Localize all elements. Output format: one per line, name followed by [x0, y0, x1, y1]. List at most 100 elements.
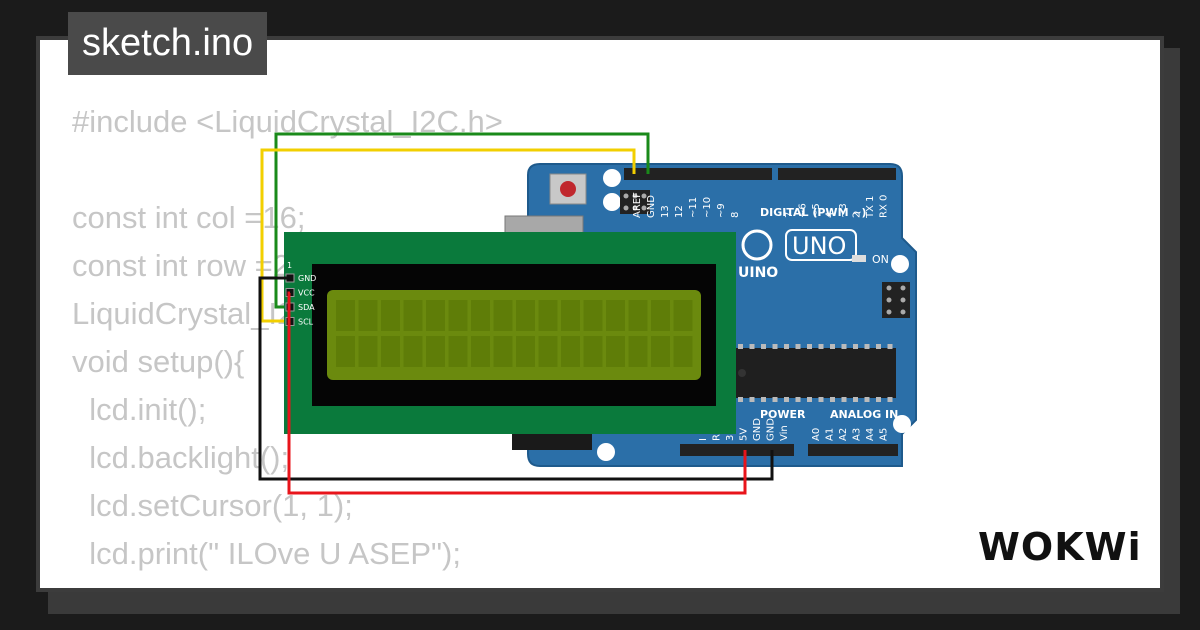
digital-pin-label: 8	[730, 212, 741, 218]
wires	[260, 132, 650, 323]
lcd-cell	[381, 300, 400, 331]
lcd-cell	[561, 336, 580, 367]
reset-button[interactable]	[549, 173, 587, 205]
chip-pin	[864, 397, 870, 402]
wokwi-logo[interactable]: WOKWi	[978, 525, 1142, 569]
code-line-10: lcd.print(" ILOve U ASEP");	[72, 536, 461, 571]
power-pin-label: R	[712, 434, 723, 441]
gnd-wire[interactable]	[258, 276, 774, 481]
chip-pin	[830, 344, 835, 349]
lcd-cell	[358, 300, 378, 331]
digital-pin-label: ~11	[688, 197, 699, 218]
on-label: ON	[872, 253, 889, 266]
lcd-cell	[606, 300, 625, 331]
lcd-cell	[583, 300, 603, 331]
code-line-7: lcd.init();	[72, 392, 207, 427]
lcd-cell	[381, 336, 400, 367]
lcd-cell	[448, 336, 468, 367]
lcd-cell	[448, 300, 468, 331]
analog-pin-label: A5	[879, 428, 890, 441]
lcd-cell	[403, 336, 423, 367]
sda-wire[interactable]	[274, 132, 650, 309]
digital-pin-label: 13	[660, 205, 671, 218]
lcd-cell	[471, 300, 490, 331]
lcd-cell	[493, 300, 513, 331]
chip-pin	[784, 397, 789, 402]
digital-header-left[interactable]	[624, 168, 772, 180]
lcd-cell	[426, 300, 445, 331]
analog-label: ANALOG IN	[830, 408, 898, 421]
code-line-9: lcd.setCursor(1, 1);	[72, 488, 353, 523]
digital-pin-label: 7	[784, 212, 795, 218]
lcd-cell	[493, 336, 513, 367]
digital-label: DIGITAL (PWM ~)	[760, 206, 867, 219]
chip-pins	[738, 344, 893, 402]
lcd-cell	[538, 300, 558, 331]
chip-pin	[864, 344, 870, 349]
analog-pin-label: A3	[852, 428, 863, 441]
lcd-cell	[403, 300, 423, 331]
lcd-cell	[651, 336, 670, 367]
digital-pin-label: 2	[852, 212, 863, 218]
arduino-logo-icon	[741, 229, 773, 261]
mount-hole	[893, 415, 911, 433]
lcd-pin-label: VCC	[298, 289, 315, 298]
code-line-6: void setup(){	[72, 344, 245, 379]
chip-pin	[887, 344, 893, 349]
lcd-pin-label: SCL	[298, 318, 314, 327]
power-pin-label: I	[698, 438, 709, 441]
code-line-8: lcd.backlight();	[72, 440, 290, 475]
lcd-cell	[673, 336, 693, 367]
chip-pin	[795, 344, 801, 349]
chip-pin	[853, 397, 858, 402]
chip-pin	[738, 397, 743, 402]
code-editor[interactable]: #include <LiquidCrystal_I2C.h> const int…	[72, 98, 585, 588]
analog-pin-label: A2	[838, 428, 849, 441]
analog-pin-label: A4	[865, 428, 876, 441]
chip-pin	[772, 397, 778, 402]
on-led	[852, 255, 866, 262]
chip-pin	[841, 397, 847, 402]
lcd-pin-label: SDA	[298, 303, 315, 312]
digital-pin-label: RX 0	[879, 195, 890, 218]
lcd-cell	[336, 336, 355, 367]
code-line-3: const int col =16;	[72, 200, 306, 235]
lcd-cell	[336, 300, 355, 331]
icsp-header-right	[882, 282, 910, 318]
digital-pin-label: 12	[674, 205, 685, 218]
chip-notch	[738, 369, 746, 377]
chip-pin	[853, 344, 858, 349]
uno-label: UNO	[792, 232, 846, 260]
lcd-cell	[561, 300, 580, 331]
lcd-cell	[606, 336, 625, 367]
analog-pin-label: A0	[811, 428, 822, 441]
file-tab-title[interactable]: sketch.ino	[68, 12, 268, 75]
chip-pin	[749, 397, 755, 402]
pin1-marker: 1	[287, 261, 292, 270]
wires-front	[258, 276, 774, 495]
digital-header-right[interactable]	[778, 168, 896, 180]
chip-pin	[738, 344, 743, 349]
vcc-wire[interactable]	[287, 291, 747, 495]
chip-pin	[772, 344, 778, 349]
chip-pin	[876, 344, 881, 349]
digital-pin-label: ~3	[838, 203, 849, 218]
lcd-cell	[628, 300, 648, 331]
analog-header[interactable]	[808, 444, 898, 456]
chip-pin	[887, 397, 893, 402]
lcd-cell	[538, 336, 558, 367]
digital-pin-label: AREF	[632, 192, 643, 218]
scl-wire[interactable]	[260, 148, 636, 323]
power-header[interactable]	[680, 444, 794, 456]
chip-pin	[830, 397, 835, 402]
digital-pin-label: GND	[646, 195, 657, 218]
lcd-cell	[651, 300, 670, 331]
arduino-brand-label: UINO	[738, 265, 778, 281]
chip-pin	[841, 344, 847, 349]
atmega-chip	[730, 348, 896, 398]
power-pin-label: 3	[725, 435, 736, 441]
lcd-cell	[583, 336, 603, 367]
